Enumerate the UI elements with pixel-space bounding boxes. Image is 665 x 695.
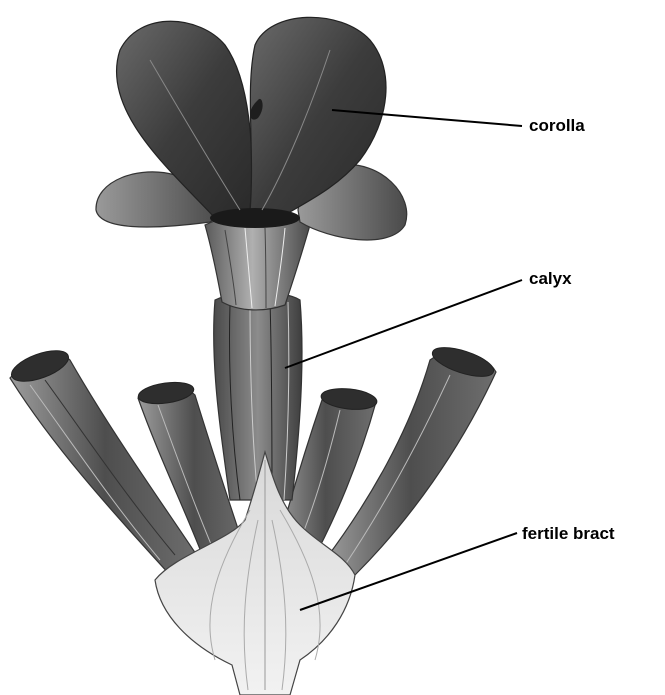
label-calyx: calyx	[529, 269, 572, 289]
label-fertile-bract: fertile bract	[522, 524, 615, 544]
corolla-petals	[96, 17, 407, 240]
corolla-tube	[205, 214, 310, 310]
calyx-leader-line	[285, 280, 522, 368]
label-corolla: corolla	[529, 116, 585, 136]
central-calyx	[214, 293, 302, 501]
